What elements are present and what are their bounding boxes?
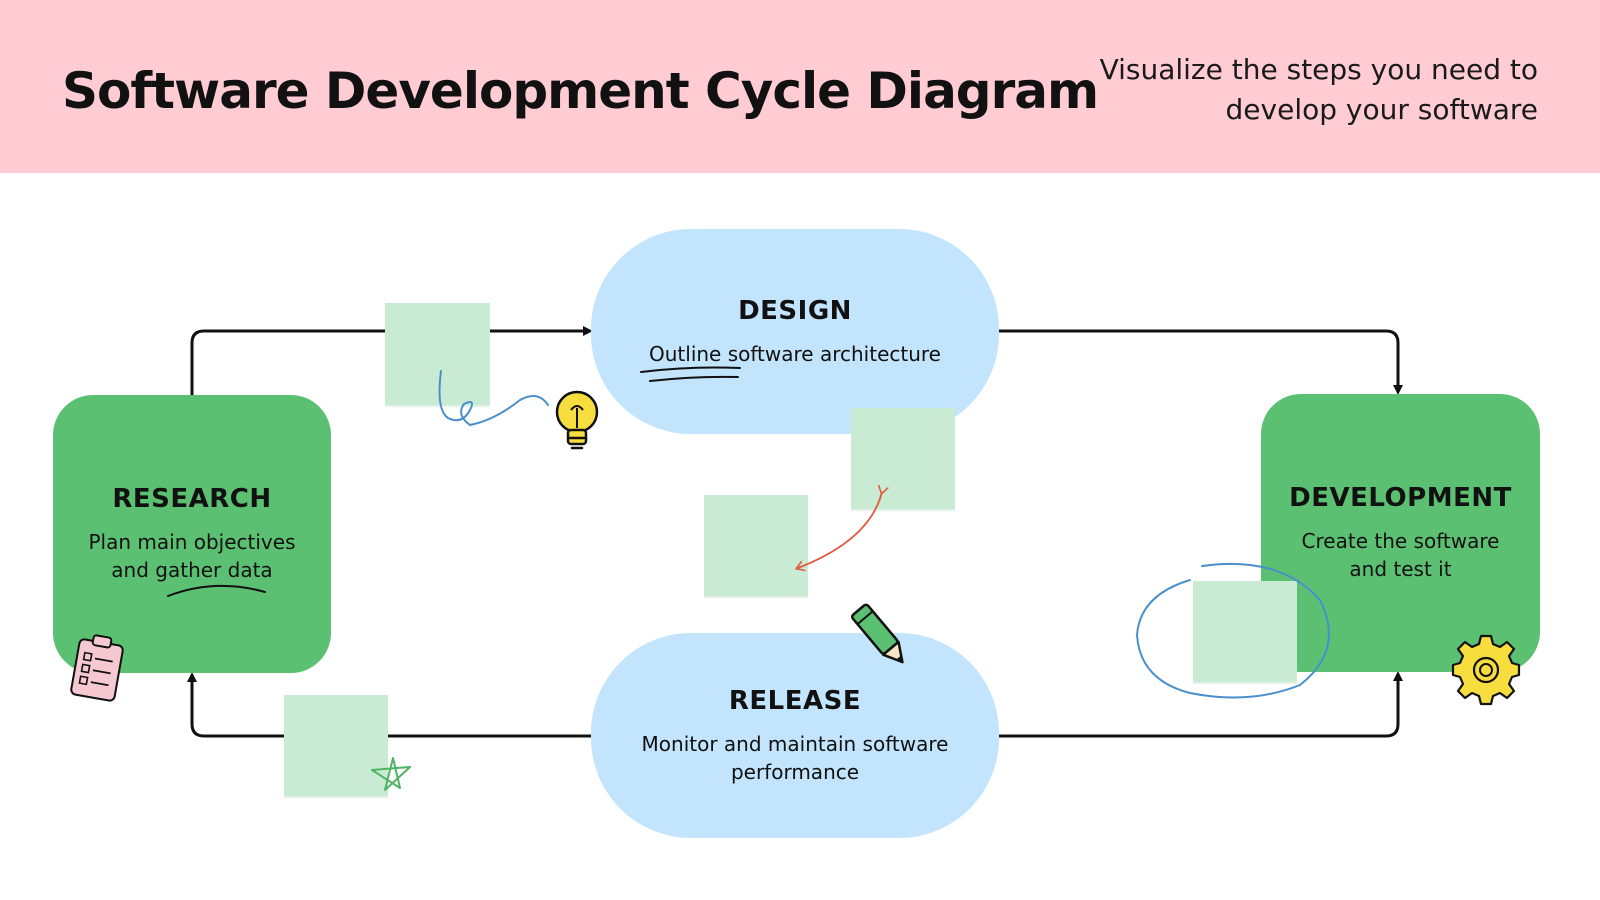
double-arrow-doodle	[798, 492, 882, 568]
release-label: RELEASE	[728, 685, 862, 716]
arrow-design-to-development	[999, 329, 1403, 395]
sticky-note	[385, 303, 490, 405]
underline-doodle	[167, 584, 266, 597]
research-node: RESEARCH Plan main objectives and gather…	[53, 395, 331, 673]
gear-icon	[1451, 634, 1521, 706]
research-label: RESEARCH	[112, 484, 272, 514]
development-label: DEVELOPMENT	[1289, 483, 1512, 513]
design-description: Outline software architecture	[649, 341, 941, 366]
research-description: Plan main objectives and gather data	[88, 530, 296, 582]
arrow-research-to-design	[190, 326, 593, 395]
underline-doodle	[640, 366, 741, 382]
release-node: RELEASE Monitor and maintain software pe…	[591, 633, 999, 838]
arrow-development-to-release	[999, 671, 1403, 738]
star-doodle-icon	[371, 757, 411, 791]
circle-doodle	[1135, 562, 1330, 699]
release-description: Monitor and maintain software performanc…	[641, 731, 949, 784]
sticky-note	[704, 495, 808, 596]
sticky-note	[284, 695, 388, 796]
development-description: Create the software and test it	[1301, 529, 1500, 581]
sticky-note	[1193, 581, 1297, 682]
pencil-icon	[851, 603, 904, 664]
clipboard-icon	[70, 634, 124, 702]
header-banner: Software Development Cycle Diagram Visua…	[0, 0, 1600, 173]
arrow-release-to-research	[187, 672, 591, 738]
design-label: DESIGN	[738, 295, 852, 326]
page-subtitle: Visualize the steps you need to develop …	[1099, 53, 1538, 126]
lightbulb-icon	[555, 390, 599, 450]
design-node: DESIGN Outline software architecture	[591, 229, 999, 434]
page-title: Software Development Cycle Diagram	[62, 62, 1099, 120]
development-node: DEVELOPMENT Create the software and test…	[1261, 394, 1540, 672]
squiggle-doodle	[438, 370, 549, 427]
